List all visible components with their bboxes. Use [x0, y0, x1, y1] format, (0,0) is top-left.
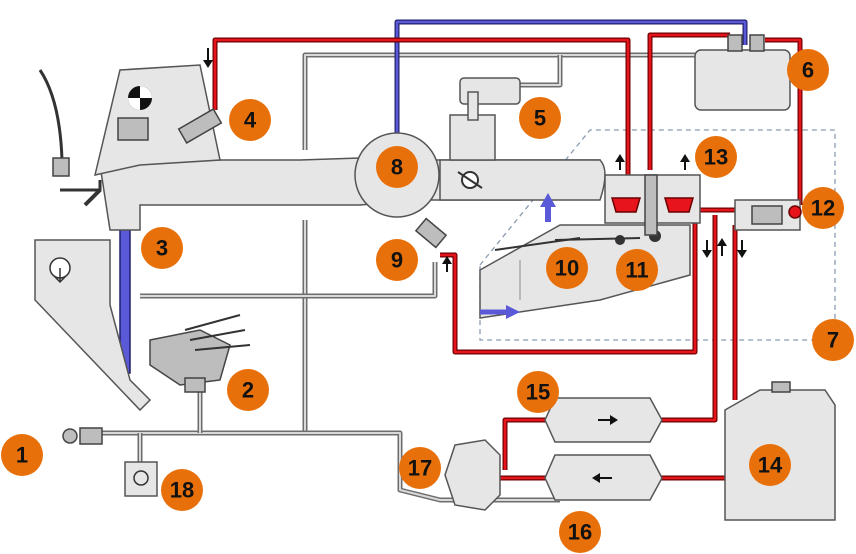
- spark-plug: [52, 157, 70, 177]
- svg-text:10: 10: [555, 256, 579, 281]
- label-15: 15: [517, 371, 559, 413]
- gray-lines: [100, 52, 718, 503]
- valve-tappet: [117, 117, 149, 141]
- svg-text:9: 9: [391, 248, 403, 273]
- injector-nozzle: [414, 217, 448, 249]
- label-8: 8: [376, 146, 418, 188]
- injection-valve: [177, 108, 223, 144]
- svg-text:7: 7: [827, 328, 839, 353]
- warm-up-regulator: [149, 329, 231, 386]
- label-14: 14: [749, 444, 791, 486]
- label-2: 2: [227, 369, 269, 411]
- label-18: 18: [161, 469, 203, 511]
- spark-plug-lead: [38, 69, 64, 161]
- intake-valve: [60, 180, 102, 192]
- label-4: 4: [229, 99, 271, 141]
- svg-text:8: 8: [391, 155, 403, 180]
- svg-text:12: 12: [811, 196, 835, 221]
- svg-text:3: 3: [156, 236, 168, 261]
- svg-text:18: 18: [170, 478, 194, 503]
- pump-relay: [124, 461, 158, 497]
- svg-text:1: 1: [16, 443, 28, 468]
- label-10: 10: [546, 247, 588, 289]
- label-7: 7: [812, 319, 854, 361]
- svg-text:17: 17: [408, 456, 432, 481]
- sensor-plate-lever: [554, 237, 641, 241]
- control-plunger: [644, 174, 658, 236]
- svg-text:6: 6: [802, 58, 814, 83]
- label-1: 1: [1, 434, 43, 476]
- fuel-filter: [444, 439, 501, 511]
- svg-text:11: 11: [625, 258, 648, 283]
- airflow-housing-outline: [479, 129, 836, 341]
- svg-text:5: 5: [534, 106, 546, 131]
- red-fuel-lines: [212, 32, 803, 481]
- svg-text:13: 13: [704, 145, 728, 170]
- fuel-accumulator: [694, 49, 791, 111]
- svg-text:14: 14: [758, 453, 783, 478]
- svg-text:16: 16: [568, 520, 592, 545]
- label-9: 9: [376, 239, 418, 281]
- label-13: 13: [695, 136, 737, 178]
- label-11: 11: [616, 249, 658, 291]
- svg-text:2: 2: [242, 378, 254, 403]
- engine-block: [34, 239, 152, 412]
- flow-arrows: [203, 48, 747, 272]
- label-badges: 1 2 3 4 5 6 7 8 9 10 11 12 13 14 15 16 1…: [1, 49, 854, 553]
- label-6: 6: [787, 49, 829, 91]
- svg-text:15: 15: [526, 380, 550, 405]
- label-17: 17: [399, 447, 441, 489]
- ignition-switch: [79, 427, 103, 445]
- label-3: 3: [141, 227, 183, 269]
- label-5: 5: [519, 97, 561, 139]
- svg-text:4: 4: [244, 108, 257, 133]
- label-16: 16: [559, 511, 601, 553]
- label-12: 12: [802, 187, 844, 229]
